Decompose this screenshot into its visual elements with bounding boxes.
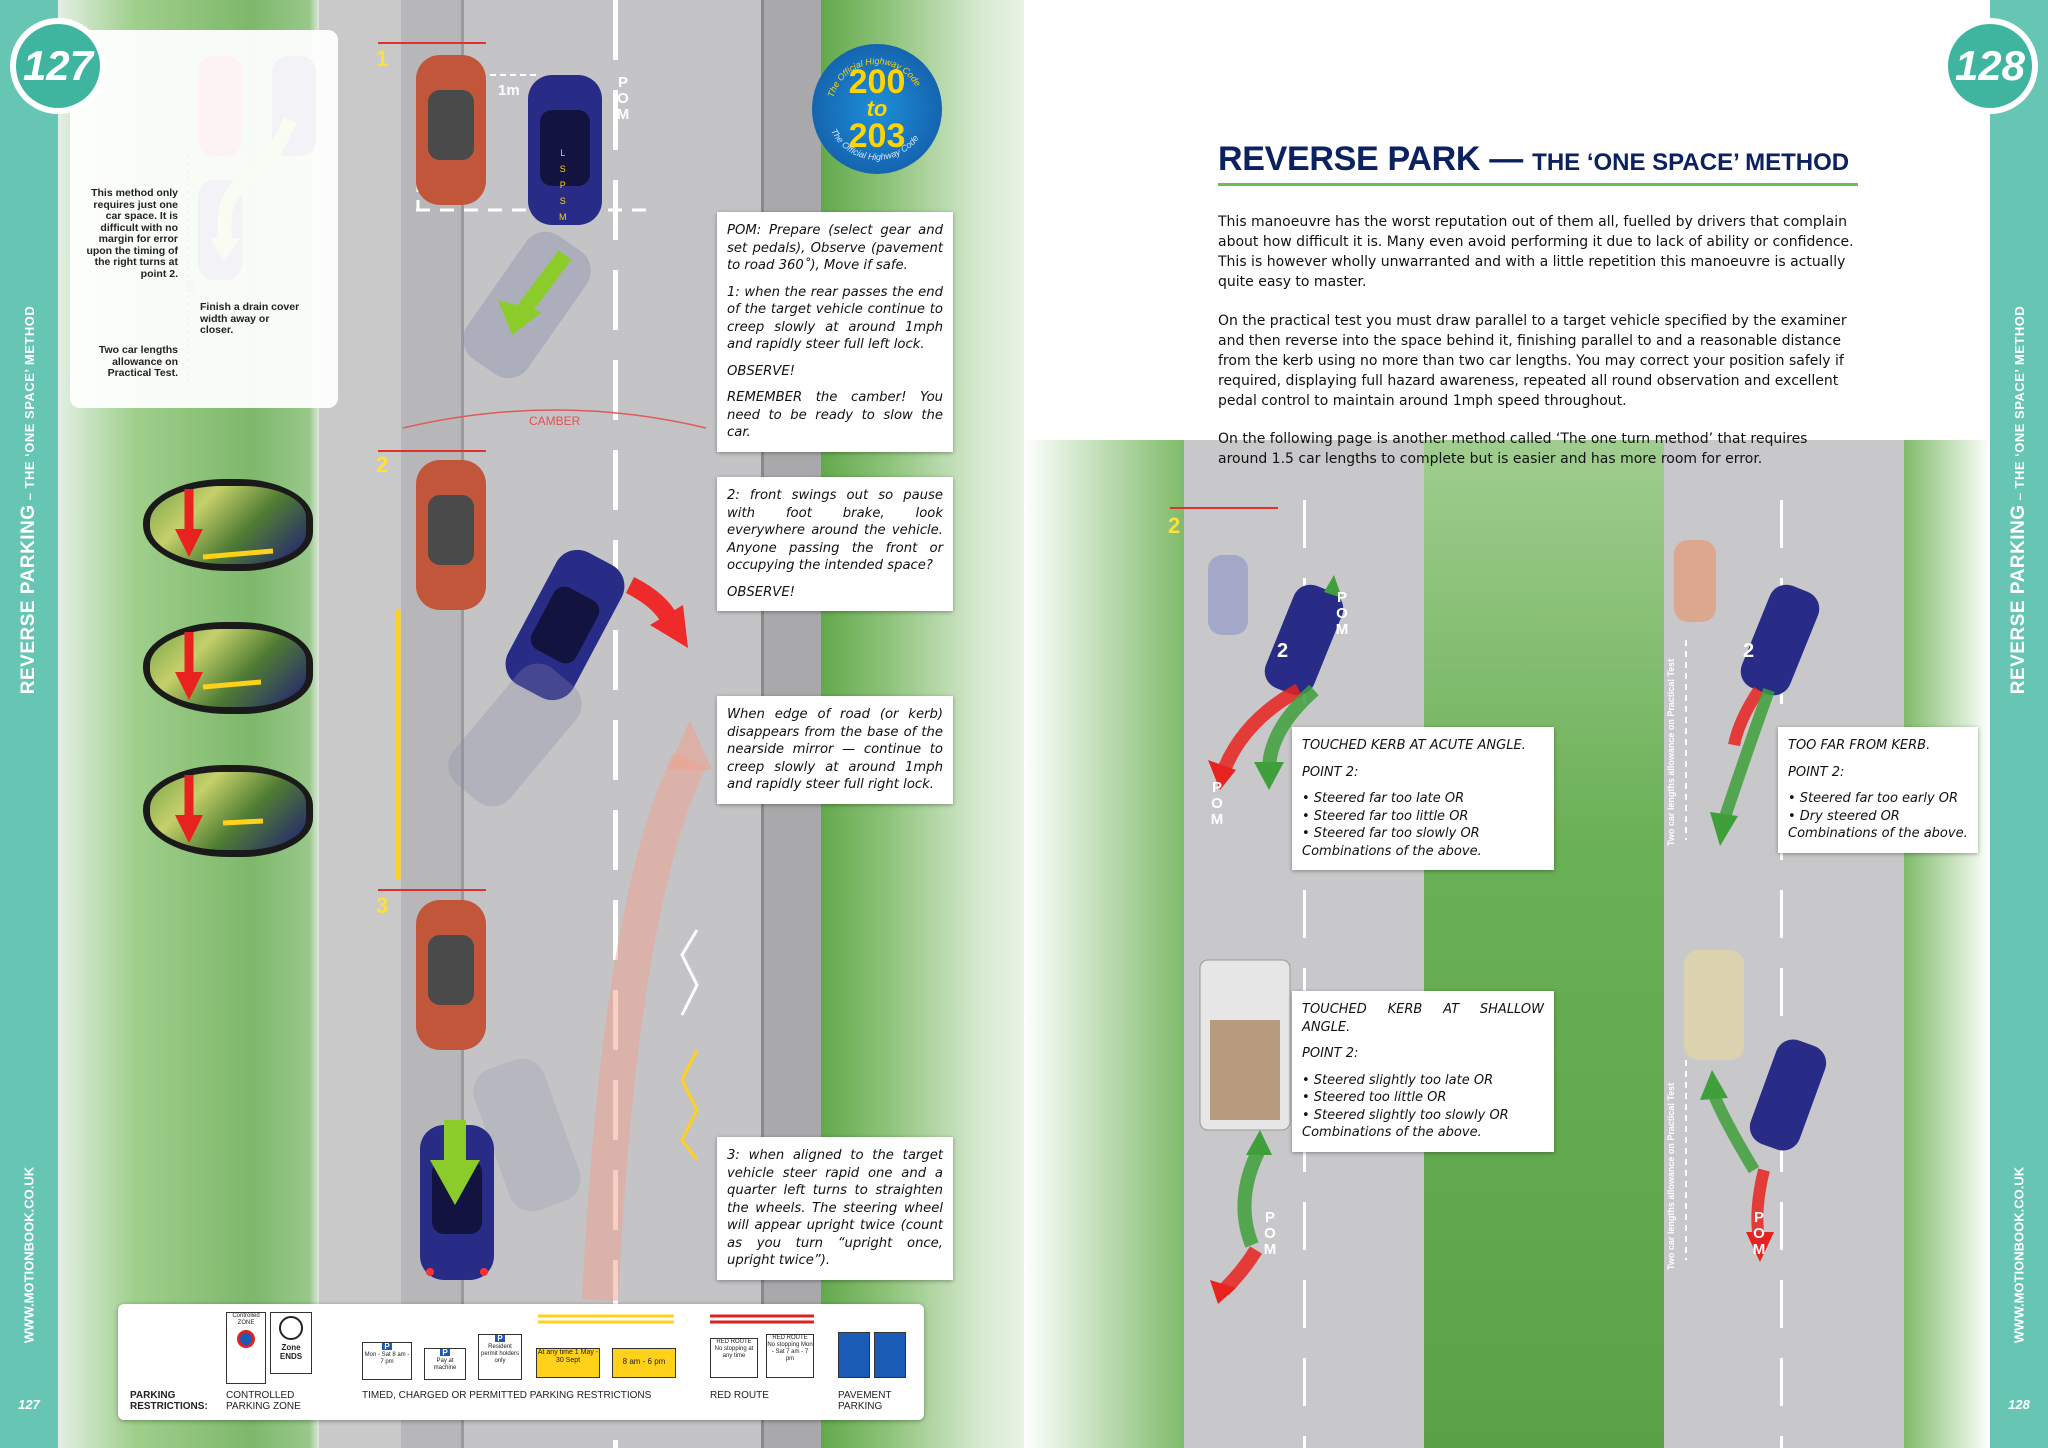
step-label-3: 3 bbox=[376, 893, 389, 918]
svg-text:The Official Highway Code: The Official Highway Code bbox=[826, 56, 923, 98]
learner-car-position-1 bbox=[528, 75, 602, 225]
grass-left-edge bbox=[1024, 440, 1184, 1448]
left-page: 1 2 3 1m P O M L S P S M CAMBER This met… bbox=[0, 0, 1024, 1448]
error-box-too-far: TOO FAR FROM KERB. POINT 2: • Steered fa… bbox=[1778, 727, 1978, 853]
highway-code-badge: 200 to 203 bbox=[812, 44, 942, 174]
intro-paragraph-2: On the practical test you must draw para… bbox=[1218, 313, 1847, 409]
ghost-target-car-a bbox=[1208, 555, 1248, 635]
legend-pavement-caption: PAVEMENT PARKING bbox=[838, 1390, 892, 1412]
legend-line-markings bbox=[538, 1314, 814, 1324]
centre-line bbox=[613, 0, 618, 1448]
learner-car-b-upper bbox=[1740, 584, 1820, 696]
pom-label: P O M bbox=[616, 74, 630, 123]
wing-mirror-view-2 bbox=[143, 622, 313, 714]
sign-zone-ends: Zone ENDS bbox=[270, 1312, 312, 1374]
left-sidebar-title: REVERSE PARKING – THE ‘ONE SPACE’ METHOD bbox=[18, 305, 39, 695]
right-page: REVERSE PARK — THE ‘ONE SPACE’ METHOD Th… bbox=[1024, 0, 2048, 1448]
mirror-arrows bbox=[175, 489, 274, 843]
right-step-label: 2 bbox=[1168, 513, 1181, 538]
camber-label: CAMBER bbox=[529, 414, 581, 428]
allowance-note-upper: Two car lengths allowance on Practical T… bbox=[1666, 658, 1676, 846]
learner-car-position-2 bbox=[505, 549, 625, 701]
drain-note: Finish a drain cover width away or close… bbox=[200, 301, 300, 336]
target-car-1 bbox=[416, 55, 486, 205]
allowance-note-lower: Two car lengths allowance on Practical T… bbox=[1666, 1082, 1676, 1270]
intro-paragraph-1: This manoeuvre has the worst reputation … bbox=[1218, 214, 1854, 290]
target-car-2 bbox=[416, 460, 486, 610]
allowance-note: Two car lengths allowance on Practical T… bbox=[98, 344, 178, 379]
left-sidebar-url: WWW.MOTIONBOOK.CO.UK bbox=[21, 1166, 37, 1344]
legend-heading: PARKING RESTRICTIONS: bbox=[130, 1390, 208, 1412]
distance-label: 1m bbox=[498, 82, 520, 99]
info-panel bbox=[70, 30, 338, 408]
step-label-2: 2 bbox=[376, 452, 389, 477]
lspsm-label: L S P S M bbox=[559, 148, 567, 222]
legend-timed-caption: TIMED, CHARGED OR PERMITTED PARKING REST… bbox=[362, 1390, 652, 1401]
sign-at-any-time: At any time 1 May - 30 Sept bbox=[536, 1348, 600, 1378]
learner-car-a-upper bbox=[1264, 584, 1344, 696]
error-diagrams bbox=[1170, 507, 1827, 1304]
learner-car-ghost-2 bbox=[448, 663, 582, 807]
instruction-box-1: POM: Prepare (select gear and set pedals… bbox=[717, 212, 953, 452]
lane-dash-b bbox=[1780, 500, 1783, 1448]
svg-text:The Official Highway Code: The Official Highway Code bbox=[829, 127, 921, 162]
right-sidebar: REVERSE PARKING – THE ‘ONE SPACE’ METHOD… bbox=[1990, 0, 2048, 1448]
ghost-target-car-b bbox=[1674, 540, 1716, 622]
car-number-a: 2 bbox=[1277, 640, 1289, 662]
target-car-3 bbox=[416, 900, 486, 1050]
error-box-shallow-angle: TOUCHED KERB AT SHALLOW ANGLE. POINT 2: … bbox=[1292, 991, 1554, 1152]
car-number-b: 2 bbox=[1743, 640, 1755, 662]
green-arrow bbox=[513, 250, 572, 320]
grass-right-edge bbox=[1904, 440, 1990, 1448]
camber-arc bbox=[402, 409, 707, 429]
method-note: This method only requires just one car s… bbox=[86, 187, 178, 280]
sign-time-window: 8 am - 6 pm bbox=[612, 1348, 676, 1378]
page-title: REVERSE PARK — THE ‘ONE SPACE’ METHOD bbox=[1218, 140, 1858, 186]
wing-mirror-view-3 bbox=[143, 765, 313, 857]
sign-no-pavement-parking bbox=[874, 1332, 906, 1378]
right-sidebar-url: WWW.MOTIONBOOK.CO.UK bbox=[2011, 1166, 2027, 1344]
sign-pavement-parking bbox=[838, 1332, 870, 1378]
right-page-number-badge: 128 bbox=[1942, 18, 2038, 114]
left-sidebar: REVERSE PARKING – THE ‘ONE SPACE’ METHOD… bbox=[0, 0, 58, 1448]
red-arrow bbox=[625, 576, 679, 625]
highway-code-ring: The Official Highway Code The Official H… bbox=[826, 56, 923, 162]
learner-car-ghost-3 bbox=[473, 1058, 581, 1212]
instruction-box-3: When edge of road (or kerb) disappears f… bbox=[717, 696, 953, 804]
right-footer-page-number: 128 bbox=[2008, 1397, 2030, 1412]
sign-controlled-zone: Controlled ZONE bbox=[226, 1312, 266, 1384]
left-page-number-badge: 127 bbox=[10, 18, 106, 114]
left-footer-page-number: 127 bbox=[18, 1397, 40, 1412]
instruction-box-2: 2: front swings out so pause with foot b… bbox=[717, 477, 953, 611]
ghost-van-b bbox=[1684, 950, 1744, 1060]
learner-car-b-lower bbox=[1749, 1039, 1827, 1151]
lane-dash-a bbox=[1303, 500, 1306, 1448]
step-label-1: 1 bbox=[376, 46, 389, 71]
instruction-box-4: 3: when aligned to the target vehicle st… bbox=[717, 1137, 953, 1280]
intro-paragraph-3: On the following page is another method … bbox=[1218, 431, 1808, 467]
right-sidebar-title: REVERSE PARKING – THE ‘ONE SPACE’ METHOD bbox=[2008, 305, 2029, 695]
grass-median bbox=[1424, 440, 1664, 1448]
wing-mirror-view-1 bbox=[143, 479, 313, 571]
legend-controlled-caption: CONTROLLED PARKING ZONE bbox=[226, 1390, 301, 1412]
legend-red-route-caption: RED ROUTE bbox=[710, 1390, 769, 1401]
error-box-acute-angle: TOUCHED KERB AT ACUTE ANGLE. POINT 2: • … bbox=[1292, 727, 1554, 870]
